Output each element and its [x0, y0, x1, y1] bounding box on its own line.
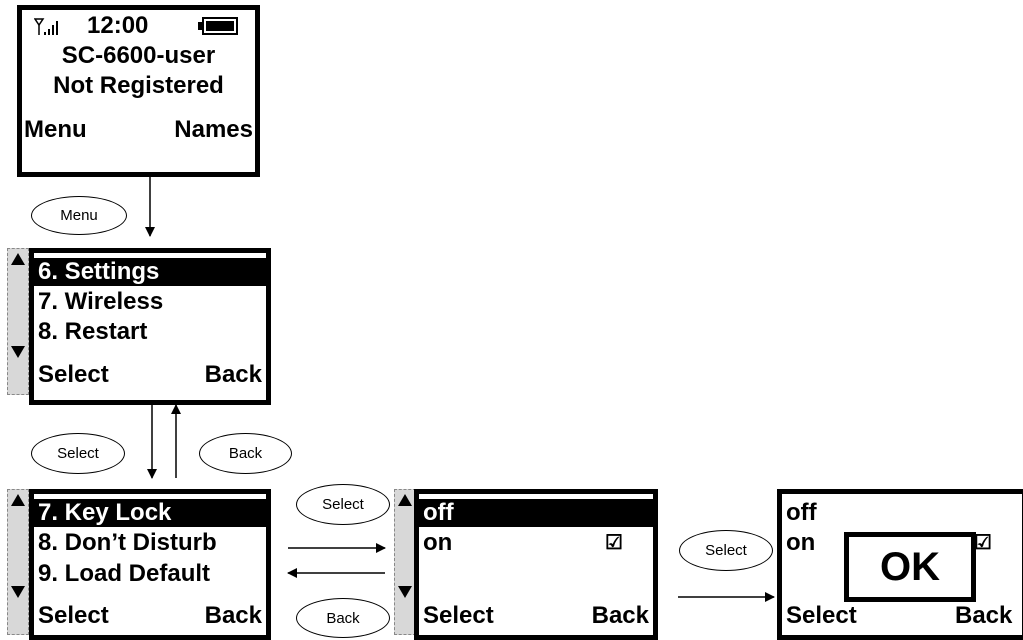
settings-item-load-default[interactable]: 9. Load Default	[38, 560, 211, 587]
softkey-back[interactable]: Back	[204, 602, 262, 629]
scroll-down-icon	[11, 346, 25, 358]
softkey-back[interactable]: Back	[955, 602, 1013, 629]
option-off[interactable]: off	[419, 499, 653, 527]
softkey-back[interactable]: Back	[204, 361, 262, 388]
registration-status: Not Registered	[53, 72, 224, 99]
softkey-select[interactable]: Select	[786, 602, 857, 629]
scroll-down-icon	[11, 586, 25, 598]
softkey-menu[interactable]: Menu	[24, 116, 87, 143]
scroll-up-icon	[11, 253, 25, 265]
back-action: Back	[199, 433, 292, 474]
settings-item-dont-disturb[interactable]: 8. Don’t Disturb	[38, 529, 217, 556]
option-on[interactable]: on	[423, 529, 453, 556]
softkey-back[interactable]: Back	[591, 602, 649, 629]
select-action: Select	[679, 530, 773, 571]
select-action: Select	[31, 433, 125, 474]
select-action: Select	[296, 484, 390, 525]
menu-item-settings[interactable]: 6. Settings	[34, 258, 266, 286]
menu-screen: 6. Settings 7. Wireless 8. Restart Selec…	[29, 248, 271, 405]
option-on[interactable]: on	[786, 529, 816, 556]
ok-popup: OK	[844, 532, 976, 602]
scroll-up-icon	[11, 494, 25, 506]
menu-item-wireless[interactable]: 7. Wireless	[38, 288, 164, 315]
menu-item-restart[interactable]: 8. Restart	[38, 318, 148, 345]
softkey-select[interactable]: Select	[38, 602, 109, 629]
scroll-up-icon	[398, 494, 412, 506]
settings-screen: 7. Key Lock 8. Don’t Disturb 9. Load Def…	[29, 489, 271, 640]
keylock-screen: off on ☑ Select Back	[414, 489, 658, 640]
settings-item-key-lock[interactable]: 7. Key Lock	[34, 499, 266, 527]
keylock-scrollbar	[394, 489, 416, 635]
settings-scrollbar	[7, 489, 29, 635]
menu-scrollbar	[7, 248, 29, 395]
back-action: Back	[296, 598, 390, 638]
signal-icon	[34, 18, 58, 35]
battery-icon	[198, 17, 240, 35]
scroll-down-icon	[398, 586, 412, 598]
softkey-select[interactable]: Select	[423, 602, 494, 629]
checkbox-on-icon: ☑	[605, 532, 623, 554]
user-name: SC-6600-user	[61, 42, 216, 69]
time-label: 12:00	[87, 12, 149, 39]
softkey-select[interactable]: Select	[38, 361, 109, 388]
checkbox-on-icon: ☑	[974, 532, 992, 554]
option-off[interactable]: off	[786, 499, 817, 526]
softkey-names[interactable]: Names	[174, 116, 253, 143]
idle-screen: 12:00 SC-6600-user Not Registered Menu N…	[17, 5, 260, 177]
confirm-screen: off on ☑ Select Back OK	[777, 489, 1023, 640]
menu-action: Menu	[31, 196, 127, 235]
